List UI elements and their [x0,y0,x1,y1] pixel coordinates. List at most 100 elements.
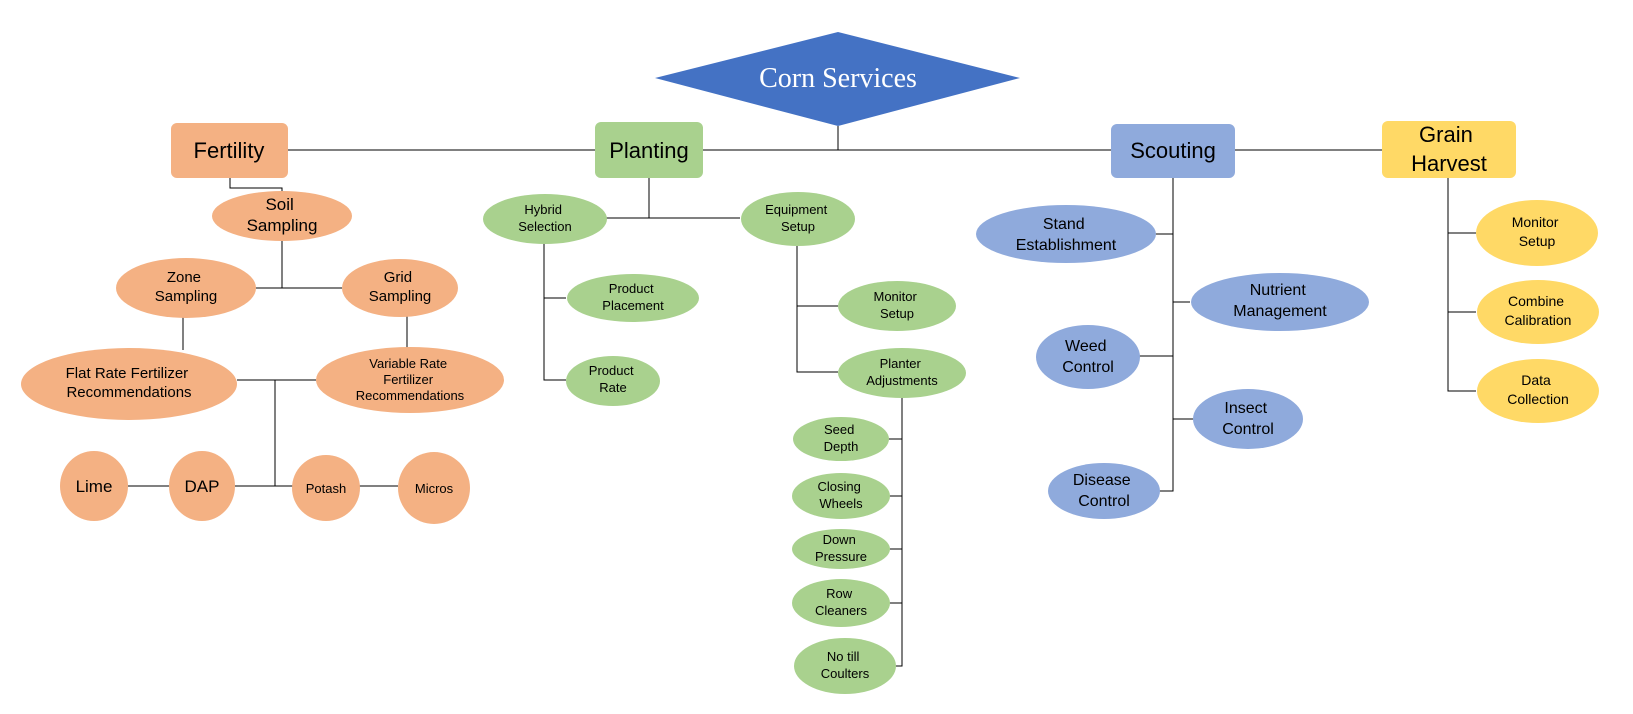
planting-monitor-setup-line-1: Monitor [874,289,918,304]
node-grid-sampling: Grid Sampling [342,259,458,317]
grid-sampling-label: Grid Sampling [369,269,432,305]
dap-ellipse [169,451,235,521]
equipment-setup-ellipse [741,192,855,246]
stand-establishment-line-2: Establishment [1016,237,1117,254]
node-planter-adjustments: Planter Adjustments [838,348,966,398]
combine-calibration-line-1: Combine [1508,293,1564,309]
down-pressure-line-1: Down [823,532,856,547]
down-pressure-label: Down Pressure [815,532,867,564]
node-hybrid-selection: Hybrid Selection [483,194,607,244]
row-cleaners-label: Row Cleaners [815,586,868,618]
variable-rate-line-2: Fertilizer [383,372,434,387]
weed-control-ellipse [1036,325,1140,389]
planter-branch-line [891,398,903,667]
lime-ellipse [60,451,128,521]
nutrient-management-line-2: Management [1233,303,1327,320]
insect-control-line-2: Control [1222,421,1274,438]
scouting-label: Scouting [1130,138,1216,163]
node-harvest-monitor-setup: Monitor Setup [1476,200,1598,266]
node-seed-depth: Seed Depth [793,417,889,461]
node-flat-rate: Flat Rate Fertilizer Recommendations [21,348,237,420]
product-rate-ellipse [566,356,660,406]
node-closing-wheels: Closing Wheels [792,473,890,519]
harvest-monitor-setup-line-2: Setup [1519,233,1556,249]
stand-establishment-line-1: Stand [1043,216,1085,233]
node-product-rate: Product Rate [566,356,660,406]
closing-wheels-line-1: Closing [818,479,861,494]
data-collection-ellipse [1477,359,1599,423]
equipment-setup-line-1: Equipment [765,202,828,217]
title-label: Corn Services [759,63,917,94]
harvest-monitor-setup-line-1: Monitor [1512,214,1559,230]
planting-monitor-setup-line-2: Setup [880,306,914,321]
row-cleaners-line-2: Cleaners [815,603,868,618]
node-planting-monitor-setup: Monitor Setup [838,281,956,331]
disease-control-line-2: Control [1078,493,1130,510]
potash-ellipse [292,455,360,521]
potash-label: Potash [306,481,346,496]
node-lime: Lime [60,451,128,521]
product-placement-ellipse [567,274,699,322]
equipment-setup-line-2: Setup [781,219,815,234]
data-collection-line-1: Data [1521,372,1551,388]
zone-sampling-line-2: Sampling [155,288,218,305]
row-cleaners-ellipse [792,579,890,627]
node-data-collection: Data Collection [1477,359,1599,423]
fertility-box [171,123,288,178]
combine-calibration-line-2: Calibration [1505,312,1572,328]
category-planting: Planting [595,122,703,178]
product-rate-label: Product Rate [589,363,637,395]
no-till-coulters-ellipse [794,638,896,694]
harvest-monitor-setup-label: Monitor Setup [1512,214,1563,249]
scouting-box [1111,124,1235,178]
planting-monitor-setup-label: Monitor Setup [874,289,921,321]
soil-sampling-line-1: Soil [265,195,293,214]
harvest-label: Grain Harvest [1411,122,1487,176]
node-variable-rate: Variable Rate Fertilizer Recommendations [316,347,504,413]
row-cleaners-line-1: Row [826,586,853,601]
node-zone-sampling: Zone Sampling [116,258,256,318]
equipment-setup-label: Equipment Setup [765,202,831,234]
node-micros: Micros [398,452,470,524]
node-down-pressure: Down Pressure [792,529,890,569]
soil-sampling-label: Soil Sampling [247,195,318,235]
insect-control-ellipse [1193,389,1303,449]
node-product-placement: Product Placement [567,274,699,322]
node-soil-sampling: Soil Sampling [212,191,352,241]
zone-sampling-line-1: Zone [167,269,201,286]
harvest-stem-line [1447,178,1476,392]
grid-sampling-line-2: Sampling [369,288,432,305]
seed-depth-line-2: Depth [824,439,859,454]
product-rate-line-1: Product [589,363,634,378]
down-pressure-line-2: Pressure [815,549,867,564]
variable-rate-ellipse [316,347,504,413]
closing-wheels-line-2: Wheels [819,496,863,511]
node-equipment-setup: Equipment Setup [741,192,855,246]
scouting-stem-line [1159,178,1174,492]
category-fertility: Fertility [171,123,288,178]
grid-sampling-line-1: Grid [384,269,412,286]
data-collection-label: Data Collection [1507,372,1568,407]
variable-rate-label: Variable Rate Fertilizer Recommendations [356,356,465,403]
nutrient-management-label: Nutrient Management [1233,282,1327,320]
stand-establishment-label: Stand Establishment [1016,216,1117,254]
seed-depth-ellipse [793,417,889,461]
node-weed-control: Weed Control [1036,325,1140,389]
harvest-monitor-setup-ellipse [1476,200,1598,266]
no-till-coulters-line-2: Coulters [821,666,870,681]
nutrient-management-ellipse [1191,273,1369,331]
harvest-box [1382,121,1516,178]
combine-calibration-label: Combine Calibration [1505,293,1572,328]
product-placement-line-1: Product [609,281,654,296]
hybrid-selection-line-1: Hybrid [524,202,562,217]
soil-sampling-ellipse [212,191,352,241]
hybrid-selection-line-2: Selection [518,219,571,234]
planter-adjustments-ellipse [838,348,966,398]
title-node: Corn Services [655,32,1020,126]
closing-wheels-ellipse [792,473,890,519]
flat-rate-ellipse [21,348,237,420]
node-insect-control: Insect Control [1193,389,1303,449]
micros-ellipse [398,452,470,524]
title-diamond [655,32,1020,126]
